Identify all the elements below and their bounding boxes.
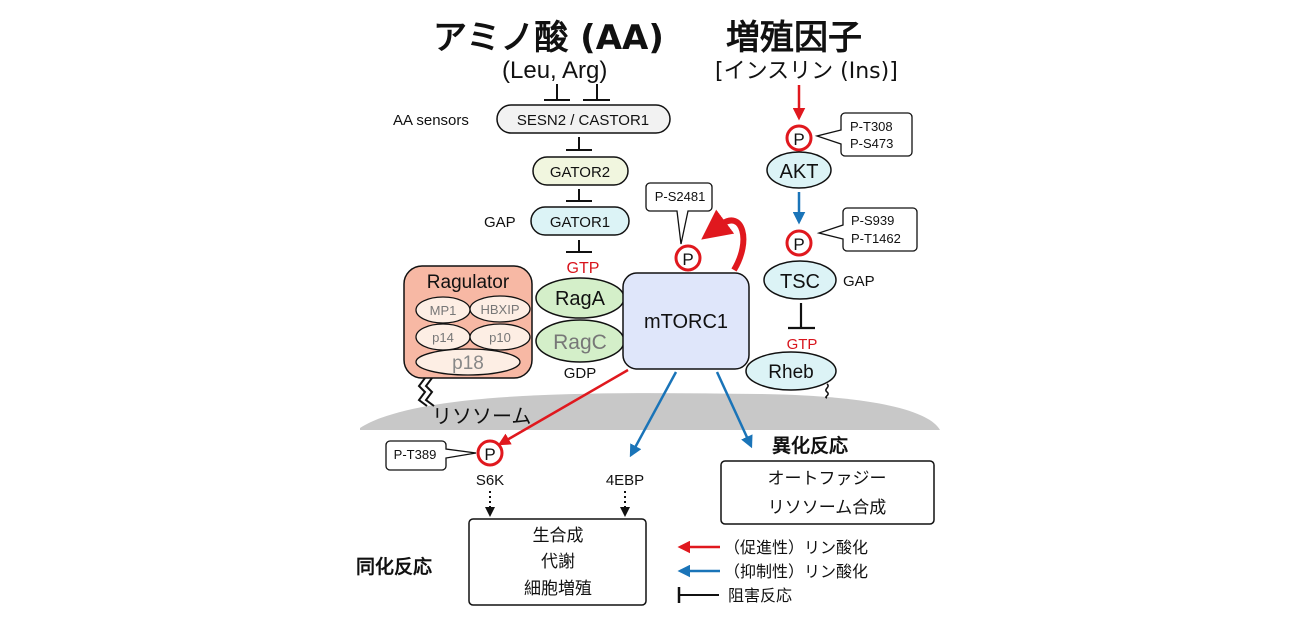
lysosome-membrane: [360, 393, 940, 430]
s6k-site-callout: [385, 440, 477, 471]
mtorc1-to-s6k-arrow: [497, 368, 629, 446]
anabolism-item-1: 生合成: [533, 526, 584, 546]
akt-node: [766, 151, 832, 189]
inhibit-gator2-gator1: [566, 189, 592, 202]
akt-phospho-label: P: [793, 130, 804, 149]
subunit-p14-label: p14: [432, 330, 454, 345]
akt-phospho-circle: [785, 124, 813, 152]
mtorc1-site-callout: [645, 182, 713, 245]
inhibit-sensor-gator2: [566, 137, 592, 151]
mtorc1-auto-phospho-arrow: [701, 209, 747, 272]
tsc-node: [763, 260, 837, 300]
anabolism-box: [468, 518, 647, 606]
subunit-p18: [415, 348, 521, 376]
catabolism-item-1: オートファジー: [768, 469, 887, 489]
legend-label-3: 阻害反応: [728, 586, 792, 605]
tsc-site-2: P-T1462: [851, 231, 901, 246]
catabolism-box: [720, 460, 935, 525]
subunit-p10-label: p10: [489, 330, 511, 345]
tsc-site-1: P-S939: [851, 213, 894, 228]
subunit-p10: [469, 323, 531, 351]
ragulator-title: Ragulator: [427, 272, 510, 293]
subunit-hbxip-label: HBXIP: [480, 302, 519, 317]
legend-label-1: （促進性）リン酸化: [724, 538, 868, 557]
ragc-label: RagC: [553, 331, 607, 354]
catabolism-title: 異化反応: [772, 434, 848, 457]
aa-sensors-label: AA sensors: [393, 112, 469, 129]
s6k-phospho-label: P: [484, 445, 495, 464]
aa-inhibition-bars: [544, 84, 610, 101]
legend: （促進性）リン酸化 （抑制性）リン酸化 阻害反応: [677, 538, 868, 605]
mtorc1-phospho-label: P: [682, 250, 693, 269]
growth-factor-title: 増殖因子: [726, 18, 862, 58]
mtorc1-site-label: P-S2481: [655, 189, 706, 204]
inhibit-tsc-rheb: [788, 303, 815, 330]
sensor-node: [496, 104, 671, 134]
gator2-label: GATOR2: [550, 164, 610, 181]
subunit-p18-label: p18: [452, 353, 484, 374]
rag-gtp-label: GTP: [567, 260, 600, 277]
tsc-label: TSC: [780, 271, 820, 293]
legend-label-2: （抑制性）リン酸化: [724, 562, 868, 581]
tsc-site-callout: [816, 207, 918, 252]
s6k-label: S6K: [476, 472, 504, 489]
gator1-label: GATOR1: [550, 214, 610, 231]
growth-factor-subtitle: [インスリン (Ins)]: [715, 59, 898, 84]
rheb-label: Rheb: [768, 362, 813, 383]
mtorc1-phospho-circle: [674, 244, 702, 272]
anabolism-item-2: 代謝: [541, 552, 575, 572]
anabolism-item-3: 細胞増殖: [524, 579, 592, 599]
tsc-phospho-circle: [785, 229, 813, 257]
gator1-gap-label: GAP: [484, 214, 516, 231]
rheb-lipid-anchor: [825, 383, 829, 399]
rheb-node: [745, 351, 837, 391]
sensor-node-label: SESN2 / CASTOR1: [517, 112, 649, 129]
gator2-node: [532, 156, 629, 186]
akt-site-callout: [814, 112, 913, 157]
4ebp-label: 4EBP: [606, 472, 644, 489]
gator1-node: [530, 206, 630, 236]
s6k-site-label: P-T389: [394, 447, 437, 462]
amino-acid-title: アミノ酸 (AA): [433, 18, 664, 58]
mtorc1-label: mTORC1: [644, 311, 728, 333]
mtorc1-to-4ebp-arrow: [629, 371, 678, 458]
lysosome-label: リソソーム: [432, 404, 531, 428]
mtorc1-to-catabolism-arrow: [715, 371, 753, 449]
amino-acid-subtitle: (Leu, Arg): [502, 57, 607, 84]
rag-gdp-label: GDP: [564, 365, 597, 382]
catabolism-item-2: リソソーム合成: [768, 498, 887, 518]
tsc-phospho-label: P: [793, 235, 804, 254]
akt-site-1: P-T308: [850, 119, 893, 134]
inhibit-gator1-rag: [566, 240, 592, 253]
subunit-hbxip: [469, 295, 531, 323]
tsc-gap-label: GAP: [843, 273, 875, 290]
akt-label: AKT: [780, 161, 819, 183]
akt-site-2: P-S473: [850, 136, 893, 151]
raga-label: RagA: [555, 288, 606, 310]
subunit-mp1-label: MP1: [430, 303, 457, 318]
ragulator-lipid-anchor: [417, 377, 435, 407]
rheb-gtp-label: GTP: [787, 336, 818, 353]
mtorc1-node: [622, 272, 750, 370]
s6k-phospho-circle: [476, 439, 504, 467]
anabolism-title: 同化反応: [356, 555, 432, 578]
